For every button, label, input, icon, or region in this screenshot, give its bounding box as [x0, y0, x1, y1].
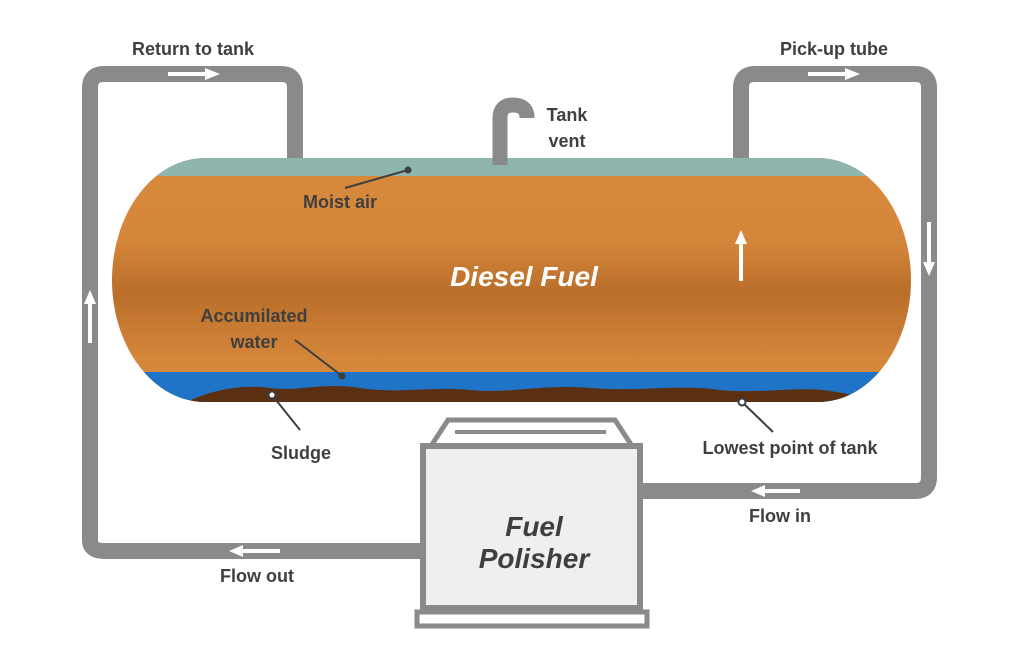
arrow-left-flow-out-icon: [229, 545, 280, 557]
sludge-layer: [180, 386, 880, 402]
return-pipe: [82, 66, 425, 559]
lowest-point-label: Lowest point of tank: [703, 438, 879, 458]
return-to-tank-label: Return to tank: [132, 39, 255, 59]
tank-vent-label-line1: Tank: [547, 105, 589, 125]
tank-vent-pipe: [492, 97, 535, 165]
arrow-up-left-icon: [84, 290, 96, 343]
polisher-label-line1: Fuel: [505, 511, 564, 542]
flow-arrows: [84, 68, 935, 557]
tank-vent-label-line2: vent: [548, 131, 585, 151]
moist-air-layer: [112, 158, 911, 176]
arrow-right-pickup-icon: [808, 68, 860, 80]
arrow-right-return-icon: [168, 68, 220, 80]
arrow-down-right-icon: [923, 222, 935, 276]
accumulated-water-label-line2: water: [229, 332, 277, 352]
diesel-fuel-layer: [112, 158, 911, 402]
arrow-left-flow-in-icon: [751, 485, 800, 497]
tank: [112, 158, 911, 402]
diesel-fuel-label: Diesel Fuel: [450, 261, 599, 292]
accumulated-water-label-line1: Accumilated: [200, 306, 307, 326]
flow-in-label: Flow in: [749, 506, 811, 526]
leader-lines: [267, 166, 774, 433]
arrow-up-tube-icon: [735, 230, 747, 281]
fuel-polisher-unit: [414, 417, 650, 629]
flow-out-label: Flow out: [220, 566, 294, 586]
pickup-pipe: [640, 66, 937, 499]
sludge-label: Sludge: [271, 443, 331, 463]
pickup-tube-label: Pick-up tube: [780, 39, 888, 59]
polisher-label-line2: Polisher: [479, 543, 592, 574]
moist-air-label: Moist air: [303, 192, 377, 212]
